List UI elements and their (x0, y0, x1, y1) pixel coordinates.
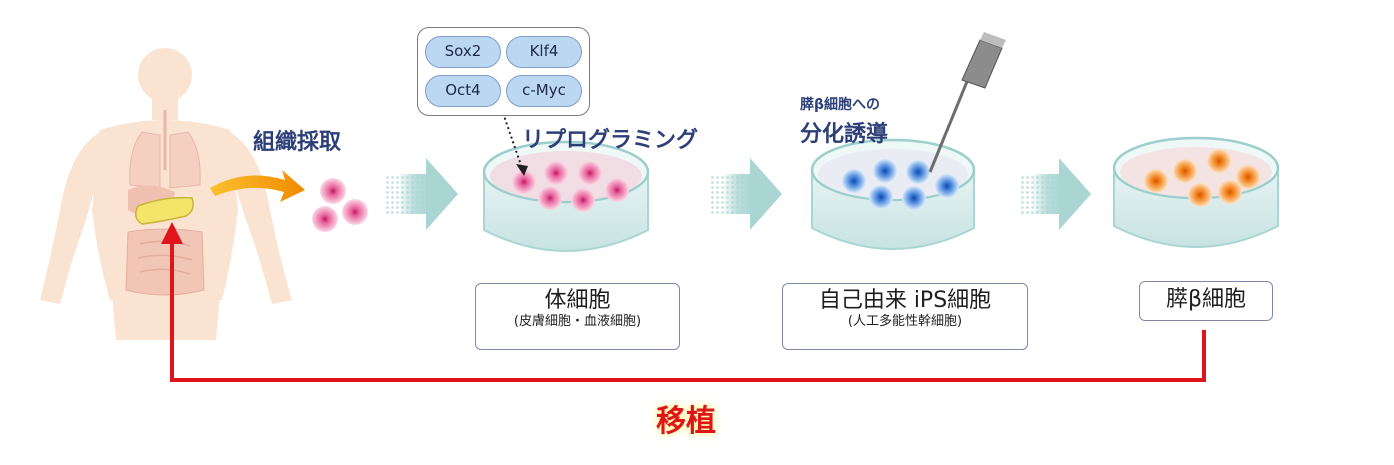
factor-injection-arrow (502, 112, 528, 176)
ips-cell-box: 自己由来 iPS細胞 (人工多能性幹細胞) (782, 283, 1028, 350)
flow-arrow-2 (710, 158, 782, 230)
somatic-cell-box: 体細胞 (皮膚細胞・血液細胞) (475, 283, 680, 350)
reprogramming-label: リプログラミング (522, 128, 699, 153)
dish-somatic-cells (512, 161, 629, 212)
factor-pill: c-Myc (506, 75, 582, 107)
harvested-cells (312, 178, 368, 232)
reprogramming-factors-panel: Sox2 Klf4 Oct4 c-Myc (417, 27, 590, 116)
beta-cell-title: 膵β細胞 (1165, 287, 1247, 312)
factor-pill: Sox2 (425, 36, 501, 68)
differentiation-label: 分化誘導 (800, 122, 889, 147)
flow-arrow-3 (1019, 158, 1091, 230)
dish-beta-cells (1144, 149, 1260, 207)
ips-cell-title: 自己由来 iPS細胞 (818, 288, 992, 313)
tissue-harvest-arrow (210, 170, 305, 202)
beta-cell-box: 膵β細胞 (1139, 281, 1273, 321)
transplant-label: 移植 (656, 404, 716, 439)
tissue-collection-label: 組織採取 (253, 130, 342, 155)
dish-ips-cells (842, 159, 959, 210)
pancreas-organ (135, 196, 194, 225)
transplant-loop (161, 222, 1206, 382)
human-body (40, 48, 292, 340)
ips-cell-subtitle: (人工多能性幹細胞) (847, 314, 963, 329)
differentiation-sublabel: 膵β細胞への (800, 97, 881, 113)
factor-pill: Oct4 (425, 75, 501, 107)
factor-pill: Klf4 (506, 36, 582, 68)
somatic-cell-subtitle: (皮膚細胞・血液細胞) (513, 314, 642, 329)
pipette-icon (928, 32, 1006, 173)
somatic-cell-title: 体細胞 (544, 288, 611, 313)
flow-arrow-1 (386, 158, 458, 230)
